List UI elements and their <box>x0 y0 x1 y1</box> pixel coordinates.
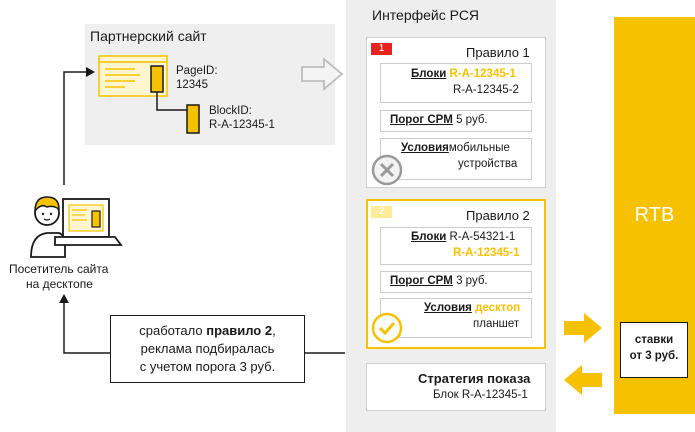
rule1-blocks-box <box>380 63 532 103</box>
rule1-cpm-value: 5 руб. <box>456 114 488 126</box>
rule1-block-b: R-A-12345-2 <box>453 84 519 96</box>
rule2-conditions-line1: Условия десктоп <box>424 302 520 314</box>
rule2-block-b: R-A-12345-1 <box>453 247 520 259</box>
rule1-blocks-label: Блоки <box>411 68 447 80</box>
rule1-title: Правило 1 <box>466 45 530 60</box>
strategy-value: Блок R-A-12345-1 <box>433 389 528 401</box>
visitor-illustration <box>30 196 123 258</box>
partner-site-title: Партнерский сайт <box>90 28 207 44</box>
rsya-title: Интерфейс РСЯ <box>372 7 480 23</box>
rule2-conditions-value1: десктоп <box>475 302 521 314</box>
rule1-conditions-label: Условия <box>401 142 449 154</box>
rule2-conditions-label: Условия <box>424 302 472 314</box>
page-id-value: 12345 <box>176 79 208 91</box>
rule2-badge: 2 <box>371 206 392 218</box>
rule2-cpm-value: 3 руб. <box>456 275 488 287</box>
visitor-caption-line2: на десктопе <box>26 277 93 291</box>
result-message-line3: с учетом порога 3 руб. <box>139 359 276 374</box>
rule1-blocks-line1: Блоки R-A-12345-1 <box>411 68 516 80</box>
rule2-blocks-line1: Блоки R-A-54321-1 <box>411 231 515 243</box>
rule1-conditions-value2: устройства <box>458 158 518 170</box>
result-message-line2: реклама подбиралась <box>140 341 275 356</box>
block-id-value: R-A-12345-1 <box>209 119 275 131</box>
rule2-block-a: R-A-54321-1 <box>449 231 516 243</box>
rule1-block-a: R-A-12345-1 <box>449 68 516 80</box>
rule1-conditions-line1: Условиямобильные <box>401 142 510 154</box>
rule1-badge: 1 <box>371 43 392 55</box>
rule2-blocks-box <box>380 227 532 265</box>
arrow-left-yellow-icon <box>564 365 602 395</box>
rule1-cpm-label: Порог CPM <box>390 114 453 126</box>
strategy-card <box>366 363 546 411</box>
rtb-bids-box <box>620 322 688 378</box>
rule1-conditions-box <box>380 138 532 180</box>
rtb-bids-line2: от 3 руб. <box>629 350 679 362</box>
arrow-right-outline-icon <box>301 57 344 91</box>
rule2-cpm: Порог CPM 3 руб. <box>390 275 488 287</box>
check-circle-icon <box>371 312 403 344</box>
rule1-cpm: Порог CPM 5 руб. <box>390 114 488 126</box>
rtb-bids-line1: ставки <box>634 334 674 346</box>
rule2-conditions-box <box>380 298 532 338</box>
rule2-title: Правило 2 <box>466 208 530 223</box>
block-id-label: BlockID: <box>209 105 252 117</box>
rtb-title: RTB <box>634 204 675 226</box>
webpage-illustration <box>98 55 200 134</box>
page-id-label: PageID: <box>176 65 218 77</box>
rule1-cpm-box <box>380 110 532 132</box>
rule2-cpm-label: Порог CPM <box>390 275 453 287</box>
result-message-box <box>110 315 305 383</box>
cross-circle-icon <box>371 154 403 186</box>
rule2-blocks-label: Блоки <box>411 231 447 243</box>
rule2-cpm-box <box>380 271 532 293</box>
rule2-conditions-value2: планшет <box>473 318 520 330</box>
rule1-conditions-value1: мобильные <box>448 142 510 154</box>
result-message-line1: сработало правило 2, <box>139 323 276 338</box>
visitor-caption-line1: Посетитель сайта <box>9 262 109 276</box>
strategy-title: Стратегия показа <box>418 371 531 386</box>
arrow-right-yellow-icon <box>564 313 602 343</box>
